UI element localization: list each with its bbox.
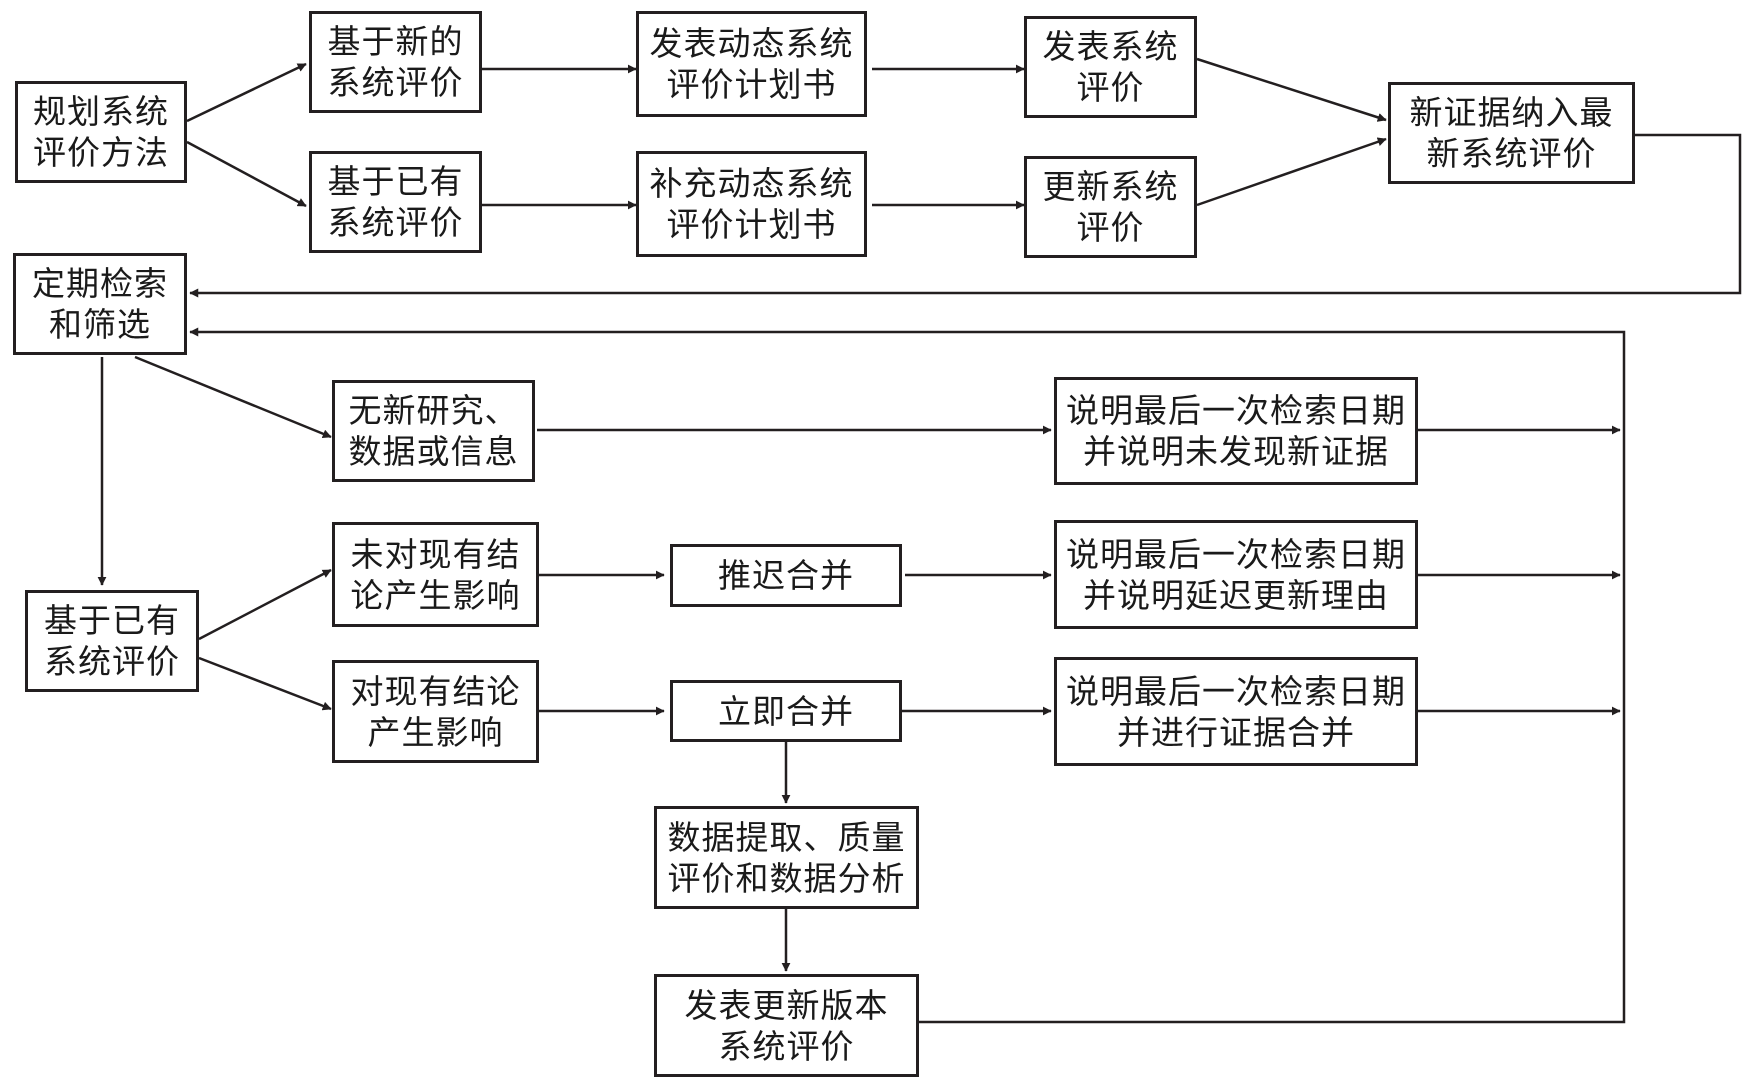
node-label: 发表动态系统 评价计划书	[649, 24, 854, 104]
node-no-impact-on-conclusion: 未对现有结 论产生影响	[332, 522, 539, 627]
node-explain-no-new-evidence: 说明最后一次检索日期 并说明未发现新证据	[1054, 377, 1418, 485]
node-label: 未对现有结 论产生影响	[350, 534, 521, 615]
node-label: 发表更新版本 系统评价	[684, 985, 889, 1066]
node-label: 对现有结论 产生影响	[350, 671, 521, 752]
arrow-existing-to-impact	[198, 656, 332, 711]
node-label: 新证据纳入最 新系统评价	[1409, 93, 1614, 173]
node-supplement-living-protocol: 补充动态系统 评价计划书	[636, 151, 867, 257]
node-data-extraction-analysis: 数据提取、质量 评价和数据分析	[654, 806, 919, 909]
node-publish-living-protocol: 发表动态系统 评价计划书	[636, 11, 867, 117]
node-based-on-new-sr: 基于新的 系统评价	[309, 11, 482, 113]
node-plan-sr-method: 规划系统 评价方法	[15, 81, 187, 183]
node-update-sr: 更新系统 评价	[1024, 156, 1197, 258]
node-label: 发表系统 评价	[1042, 27, 1179, 107]
arrow-publish-updated-loop-back	[189, 327, 1626, 1024]
node-label: 数据提取、质量 评价和数据分析	[667, 817, 906, 898]
arrow-plan-to-existing-sr	[186, 140, 307, 208]
node-label: 立即合并	[718, 691, 854, 731]
node-based-on-existing-sr-top: 基于已有 系统评价	[309, 151, 482, 253]
node-publish-updated-sr: 发表更新版本 系统评价	[654, 974, 919, 1077]
node-label: 基于新的 系统评价	[327, 22, 464, 102]
arrow-plan-to-new-sr	[186, 62, 307, 123]
node-label: 定期检索 和筛选	[32, 264, 168, 344]
node-new-evidence-included: 新证据纳入最 新系统评价	[1388, 82, 1635, 184]
node-explain-evidence-merge: 说明最后一次检索日期 并进行证据合并	[1054, 657, 1418, 766]
arrow-publish-sr-to-new-evidence	[1196, 57, 1387, 122]
arrow-new-evidence-to-periodic-search	[189, 133, 1742, 298]
node-postpone-merge: 推迟合并	[670, 544, 902, 607]
node-publish-sr: 发表系统 评价	[1024, 16, 1197, 118]
node-no-new-study: 无新研究、 数据或信息	[332, 380, 535, 482]
arrow-existing-to-no-impact	[198, 568, 332, 641]
node-label: 更新系统 评价	[1042, 167, 1179, 247]
node-label: 说明最后一次检索日期 并进行证据合并	[1066, 671, 1406, 752]
node-label: 补充动态系统 评价计划书	[649, 164, 854, 244]
node-periodic-search-screening: 定期检索 和筛选	[13, 253, 187, 355]
node-label: 无新研究、 数据或信息	[348, 391, 519, 471]
node-label: 基于已有 系统评价	[44, 601, 180, 681]
node-immediate-merge: 立即合并	[670, 680, 902, 742]
arrow-update-sr-to-new-evidence	[1196, 137, 1387, 207]
node-label: 基于已有 系统评价	[327, 162, 464, 242]
node-based-on-existing-sr-bottom: 基于已有 系统评价	[25, 590, 199, 692]
arrow-periodic-to-no-new-study	[134, 355, 332, 439]
node-label: 说明最后一次检索日期 并说明未发现新证据	[1066, 391, 1406, 471]
node-impact-on-conclusion: 对现有结论 产生影响	[332, 660, 539, 763]
node-label: 说明最后一次检索日期 并说明延迟更新理由	[1066, 534, 1406, 615]
node-label: 规划系统 评价方法	[33, 92, 169, 172]
node-explain-postpone-reason: 说明最后一次检索日期 并说明延迟更新理由	[1054, 520, 1418, 629]
node-label: 推迟合并	[718, 556, 854, 595]
